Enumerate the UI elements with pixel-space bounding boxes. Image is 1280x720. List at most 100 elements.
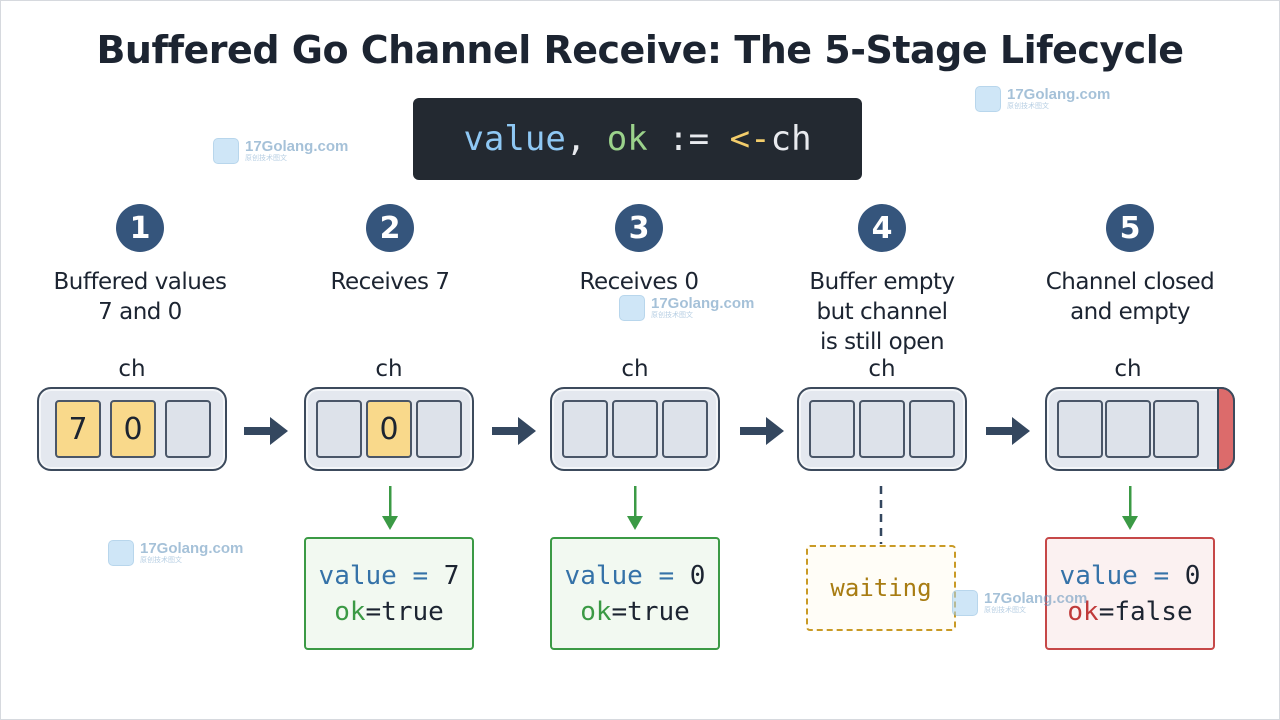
stage-number: 1 [116, 204, 164, 252]
stage-label: Buffer empty but channel is still open [757, 267, 1007, 357]
channel-buffer [550, 387, 720, 471]
channel-label: ch [118, 356, 146, 382]
right-arrow-icon [740, 417, 784, 445]
equals-sign: = [365, 596, 382, 627]
stage-label-line: Buffered values [53, 269, 227, 295]
code-value: value [463, 119, 566, 159]
channel-buffer: 7 0 [37, 387, 227, 471]
watermark-text: 17Golang.com [984, 590, 1088, 607]
buffer-slot [909, 400, 955, 458]
channel-buffer [797, 387, 967, 471]
received-value: 7 [443, 560, 460, 591]
watermark-subtext: 原创技术图文 [1007, 103, 1049, 110]
stage-number: 5 [1106, 204, 1154, 252]
stage-4: 4 Buffer empty but channel is still open [757, 204, 1007, 357]
buffer-slot [1105, 400, 1151, 458]
stage-label-line: but channel [816, 299, 948, 325]
watermark-subtext: 原创技术图文 [984, 607, 1026, 614]
buffer-slot [859, 400, 905, 458]
stage-5: 5 Channel closed and empty [1005, 204, 1255, 327]
channel-label: ch [868, 356, 896, 382]
buffer-slot [1057, 400, 1103, 458]
buffer-slot [1153, 400, 1199, 458]
result-ok-line: ok=false [1067, 594, 1192, 630]
waiting-box: waiting [806, 545, 956, 631]
channel-buffer-closed [1045, 387, 1235, 471]
ok-keyword: ok [580, 596, 612, 627]
buffer-slot [316, 400, 362, 458]
stage-label: Channel closed and empty [1005, 267, 1255, 327]
code-ch: ch [770, 119, 812, 159]
ok-keyword: ok [1067, 596, 1099, 627]
stage-label-line: Receives 0 [579, 269, 699, 295]
stage-number: 2 [366, 204, 414, 252]
equals-sign: = [1153, 560, 1170, 591]
buffer-slot [662, 400, 708, 458]
receive-result-closed: value = 0 ok=false [1045, 537, 1215, 650]
equals-sign: = [1098, 596, 1115, 627]
stage-label: Buffered values 7 and 0 [15, 267, 265, 327]
code-comma: , [565, 119, 587, 159]
value-keyword: value [564, 560, 643, 591]
watermark-logo-icon [213, 138, 239, 164]
ok-keyword: ok [334, 596, 366, 627]
watermark-text: 17Golang.com [1007, 86, 1111, 103]
buffer-slot: 0 [366, 400, 412, 458]
closed-channel-marker [1217, 387, 1235, 471]
watermark-subtext: 原创技术图文 [651, 312, 693, 319]
stage-number: 4 [858, 204, 906, 252]
watermark-logo-icon [619, 295, 645, 321]
buffer-slot [809, 400, 855, 458]
result-value-line: value = 0 [565, 558, 706, 594]
watermark-subtext: 原创技术图文 [140, 557, 182, 564]
code-assign: := [668, 119, 710, 159]
stage-label-line: Channel closed [1045, 269, 1215, 295]
equals-sign: = [412, 560, 429, 591]
code-ok: ok [606, 119, 648, 159]
ok-value: true [627, 596, 690, 627]
equals-sign: = [658, 560, 675, 591]
down-arrow-icon [382, 486, 398, 530]
ok-value: true [381, 596, 444, 627]
buffer-slot [165, 400, 211, 458]
stage-label: Receives 0 [514, 267, 764, 297]
received-value: 0 [689, 560, 706, 591]
result-value-line: value = 7 [319, 558, 460, 594]
value-keyword: value [1059, 560, 1138, 591]
ok-value: false [1114, 596, 1193, 627]
buffer-slot [612, 400, 658, 458]
receive-result: value = 0 ok=true [550, 537, 720, 650]
code-snippet: value, ok := <-ch [413, 98, 862, 180]
result-ok-line: ok=true [334, 594, 444, 630]
down-arrow-icon [1122, 486, 1138, 530]
stage-label: Receives 7 [265, 267, 515, 297]
channel-label: ch [1114, 356, 1142, 382]
stage-label-line: is still open [819, 329, 945, 355]
stage-2: 2 Receives 7 [265, 204, 515, 297]
receive-result: value = 7 ok=true [304, 537, 474, 650]
watermark-logo-icon [108, 540, 134, 566]
equals-sign: = [611, 596, 628, 627]
watermark-logo-icon [975, 86, 1001, 112]
channel-label: ch [375, 356, 403, 382]
buffer-slot: 0 [110, 400, 156, 458]
received-value: 0 [1184, 560, 1201, 591]
watermark-subtext: 原创技术图文 [245, 155, 287, 162]
right-arrow-icon [492, 417, 536, 445]
diagram-title: Buffered Go Channel Receive: The 5-Stage… [96, 28, 1184, 72]
right-arrow-icon [244, 417, 288, 445]
code-receive-operator: <- [729, 119, 771, 159]
buffer-slot [416, 400, 462, 458]
watermark-text: 17Golang.com [245, 138, 349, 155]
right-arrow-icon [986, 417, 1030, 445]
result-ok-line: ok=true [580, 594, 690, 630]
channel-label: ch [621, 356, 649, 382]
value-keyword: value [318, 560, 397, 591]
result-value-line: value = 0 [1060, 558, 1201, 594]
watermark-logo-icon [952, 590, 978, 616]
stage-label-line: Receives 7 [330, 269, 450, 295]
